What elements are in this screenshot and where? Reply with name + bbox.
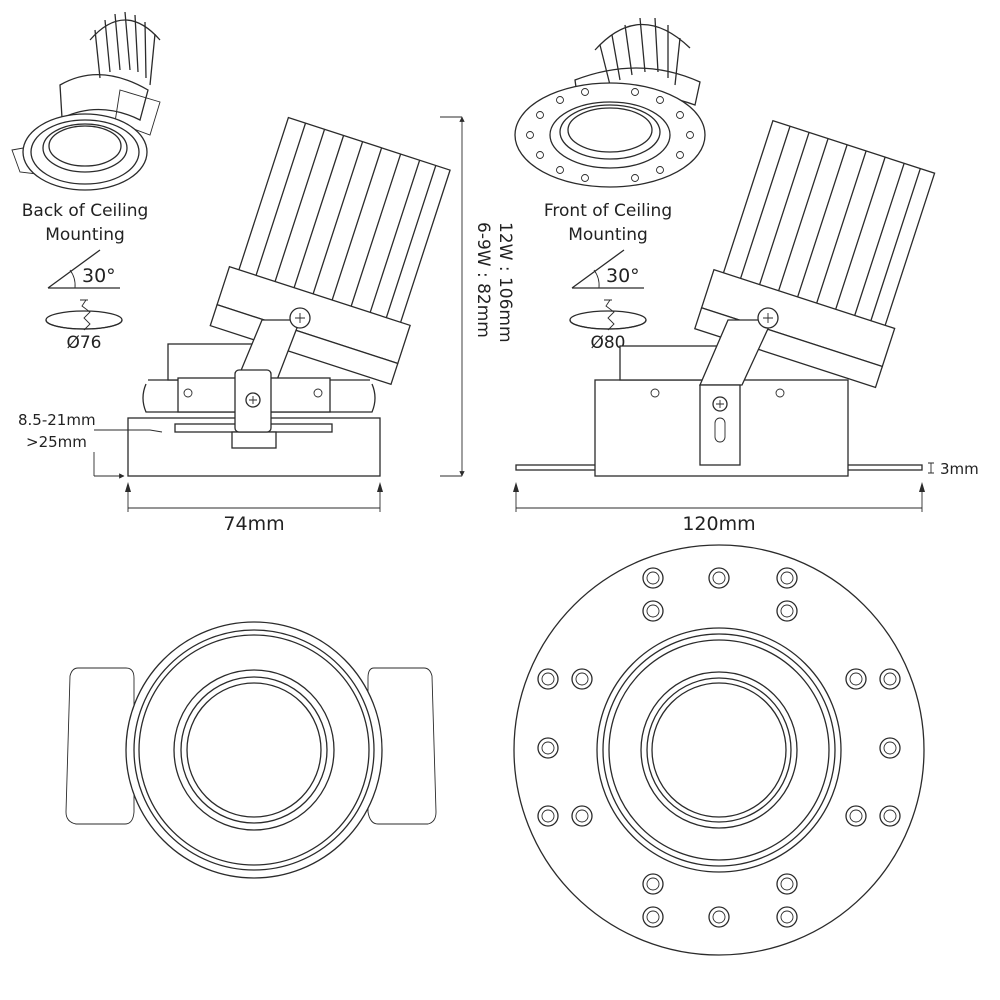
width-back-label: 74mm xyxy=(223,513,284,535)
back-title-line1: Back of Ceiling xyxy=(22,201,149,221)
screw-hole xyxy=(537,805,559,827)
screw-hole xyxy=(879,805,901,827)
screw-hole xyxy=(642,873,664,895)
screw-hole xyxy=(571,668,593,690)
screw-hole xyxy=(845,805,867,827)
tilt-symbol-back xyxy=(47,249,120,289)
front-mount-iso-view xyxy=(514,17,706,188)
screw-hole xyxy=(642,567,664,589)
height-small-label: 6-9W : 82mm xyxy=(473,222,493,338)
screw-hole xyxy=(537,668,559,690)
screw-hole xyxy=(845,668,867,690)
front-view-front-mount xyxy=(513,544,925,956)
ceiling-min-label: >25mm xyxy=(26,433,87,451)
screw-hole xyxy=(642,600,664,622)
screw-hole xyxy=(776,600,798,622)
screw-hole xyxy=(708,567,730,589)
front-view-back-mount xyxy=(65,621,437,879)
flange-holes-iso xyxy=(526,88,694,182)
back-title-line2: Mounting xyxy=(45,225,125,245)
cutout-symbol-front xyxy=(569,299,647,331)
screw-hole xyxy=(776,873,798,895)
screw-hole xyxy=(879,668,901,690)
tilt-symbol-front xyxy=(571,249,644,289)
screw-hole xyxy=(708,906,730,928)
screw-hole xyxy=(571,805,593,827)
tilt-angle-back: 30° xyxy=(82,265,116,287)
front-title-line2: Mounting xyxy=(568,225,648,245)
height-large-label: 12W : 106mm xyxy=(495,222,515,343)
screw-hole xyxy=(776,906,798,928)
cutout-diameter-front: Ø80 xyxy=(590,333,625,353)
heatsink-fins xyxy=(89,11,161,86)
screw-hole xyxy=(537,737,559,759)
screw-hole xyxy=(776,567,798,589)
ceiling-range-label: 8.5-21mm xyxy=(18,411,96,429)
side-view-front xyxy=(515,119,936,477)
screw-hole xyxy=(879,737,901,759)
heatsink-fins-front xyxy=(594,17,691,86)
front-title-line1: Front of Ceiling xyxy=(544,201,672,221)
width-front-label: 120mm xyxy=(682,513,755,535)
back-mount-iso-view xyxy=(11,11,161,191)
screw-hole xyxy=(642,906,664,928)
cutout-symbol-back xyxy=(45,299,123,331)
tilt-angle-front: 30° xyxy=(606,265,640,287)
flange-thickness-label: 3mm xyxy=(940,460,979,478)
dimension-lines xyxy=(93,116,934,512)
side-view-back xyxy=(127,116,451,477)
flange-screw-holes xyxy=(537,567,901,928)
cutout-diameter-back: Ø76 xyxy=(66,333,101,353)
